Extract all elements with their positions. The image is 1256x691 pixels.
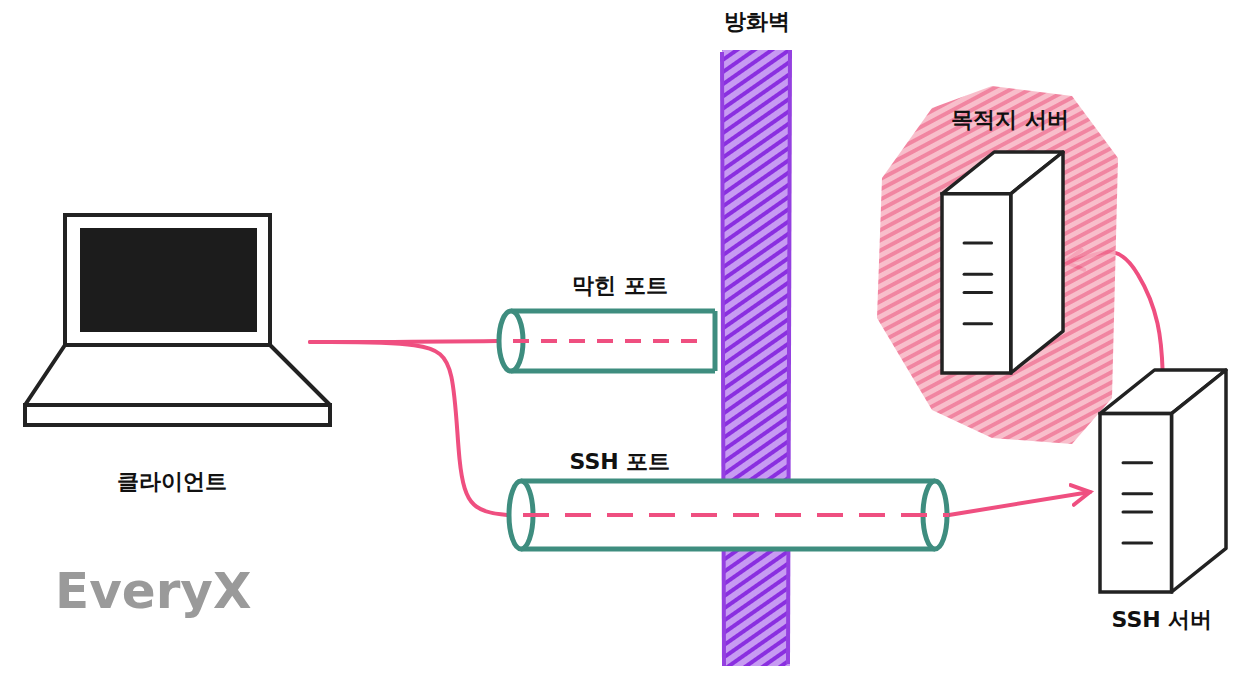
pipe-wall [521, 479, 935, 484]
server-front [1100, 414, 1172, 592]
ssh-port: SSH 포트 [505, 446, 953, 556]
server-shape [940, 150, 1065, 375]
pipe-body [511, 311, 715, 371]
laptop-shape [20, 210, 335, 435]
pipeOpen-shape [507, 478, 949, 552]
server-front [942, 194, 1011, 373]
firewall-fill [722, 50, 790, 666]
node-label: 방화벽 [724, 9, 790, 35]
server-slot [964, 291, 992, 294]
firewall-edge [722, 52, 724, 666]
pipe-flow [523, 513, 949, 517]
laptop-base [25, 345, 330, 405]
pipe-wall [511, 309, 715, 314]
scribble-region [877, 86, 1118, 444]
server-shape [1098, 368, 1228, 594]
connector [310, 342, 507, 515]
server-side [1011, 152, 1063, 373]
firewall-shape [716, 50, 796, 666]
server-slot [1123, 492, 1152, 495]
laptop-edge [25, 405, 330, 425]
ssh-server: SSH 서버 [1095, 362, 1235, 642]
watermark: EveryX [55, 562, 251, 620]
connector [949, 492, 1090, 515]
node-label: 막힌 포트 [572, 273, 668, 299]
node-label: SSH 포트 [570, 449, 671, 475]
pipe-end [713, 311, 718, 371]
laptop-display [80, 228, 257, 332]
server-slot [964, 322, 992, 325]
server-slot [964, 242, 992, 245]
server-slot [964, 273, 992, 276]
pipe-wall [511, 369, 715, 374]
pipeBlocked-shape [497, 308, 719, 374]
client-laptop: 클라이언트 [15, 205, 340, 505]
node-label: 목적지 서버 [951, 107, 1069, 133]
blocked-port: 막힌 포트 [495, 268, 725, 376]
server-slot [1123, 461, 1152, 464]
server-slot [1123, 510, 1152, 513]
node-label: 클라이언트 [117, 469, 227, 495]
node-label: SSH 서버 [1112, 607, 1213, 633]
laptop-screen [65, 215, 270, 345]
firewall-edge [788, 50, 790, 664]
destination-server: 목적지 서버 [872, 68, 1124, 448]
pipe-wall [521, 547, 935, 552]
server-slot [1123, 541, 1152, 544]
pipe-flow [513, 339, 709, 343]
server-side [1172, 370, 1227, 592]
